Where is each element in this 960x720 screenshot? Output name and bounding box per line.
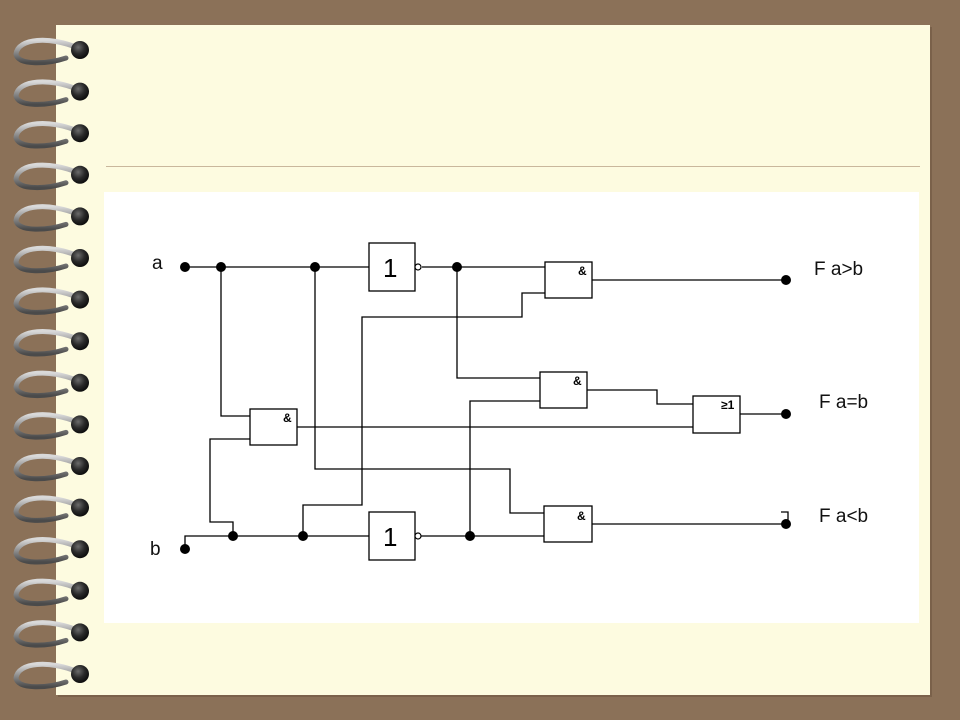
spiral-binding	[13, 37, 89, 690]
spiral-ring	[13, 328, 89, 357]
input-a-terminal	[180, 262, 190, 272]
svg-text:&: &	[573, 374, 582, 388]
spiral-ring	[13, 245, 89, 274]
input-a-label: a	[152, 253, 163, 274]
or-gate-equal: ≥1	[692, 395, 741, 434]
spiral-ring	[13, 287, 89, 315]
spiral-ring	[13, 495, 89, 523]
junction-dot	[310, 262, 320, 272]
svg-text:&: &	[577, 509, 586, 523]
output-greater-terminal	[781, 275, 791, 285]
spiral-ring	[13, 37, 89, 66]
and-gate-greater: &	[544, 261, 593, 299]
and-gate-left: &	[249, 408, 298, 446]
svg-text:≥1: ≥1	[721, 398, 735, 412]
spiral-ring	[13, 578, 89, 607]
comparator-circuit: 1 1 & & & & ≥1 a b F a>b F a	[150, 242, 868, 561]
spiral-ring	[13, 412, 89, 440]
input-b-label: b	[150, 539, 161, 560]
output-equal-terminal	[781, 409, 791, 419]
input-b-terminal	[180, 544, 190, 554]
output-equal-label: F a=b	[819, 392, 868, 413]
not-gate-a: 1	[368, 242, 422, 292]
spiral-ring	[13, 661, 89, 690]
spiral-ring	[13, 536, 89, 565]
junction-dot	[465, 531, 475, 541]
svg-text:&: &	[578, 264, 587, 278]
output-greater-label: F a>b	[814, 259, 863, 280]
spiral-ring	[13, 162, 89, 191]
junction-dot	[452, 262, 462, 272]
spiral-ring	[13, 370, 89, 399]
spiral-ring	[13, 453, 89, 482]
svg-text:1: 1	[383, 253, 397, 283]
svg-text:1: 1	[383, 522, 397, 552]
output-less-label: F a<b	[819, 506, 868, 527]
svg-text:&: &	[283, 411, 292, 425]
spiral-ring	[13, 620, 89, 648]
spiral-ring	[13, 120, 89, 149]
junction-dot	[216, 262, 226, 272]
junction-dot	[228, 531, 238, 541]
spiral-ring	[13, 204, 89, 232]
logic-diagram-panel: 1 1 & & & & ≥1 a b F a>b F a	[104, 192, 919, 623]
title-divider	[106, 166, 920, 167]
wires	[184, 266, 789, 549]
spiral-ring	[13, 79, 89, 107]
junctions	[180, 262, 791, 554]
and-gate-middle: &	[539, 371, 588, 409]
output-less-terminal	[781, 519, 791, 529]
not-gate-b: 1	[368, 511, 422, 561]
and-gate-less: &	[543, 505, 593, 543]
junction-dot	[298, 531, 308, 541]
